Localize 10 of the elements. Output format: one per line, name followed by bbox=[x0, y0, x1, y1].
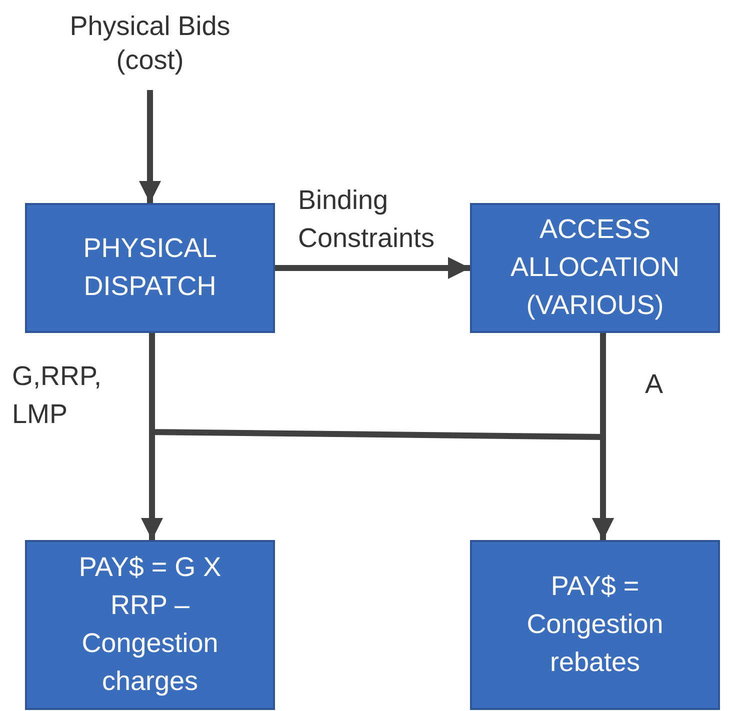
process-box: PAY$ = Congestion rebates bbox=[470, 540, 720, 710]
arrow bbox=[275, 257, 470, 279]
process-box: PHYSICAL DISPATCH bbox=[25, 203, 275, 333]
input-label: Physical Bids (cost) bbox=[40, 4, 260, 84]
arrow bbox=[139, 90, 161, 203]
process-box: PAY$ = G X RRP – Congestion charges bbox=[25, 540, 275, 710]
process-box: ACCESS ALLOCATION (VARIOUS) bbox=[470, 203, 720, 333]
edge-label: G,RRP, LMP bbox=[12, 360, 103, 431]
edge-label: A bbox=[645, 368, 664, 401]
edge-label: Binding Constraints bbox=[298, 184, 436, 255]
